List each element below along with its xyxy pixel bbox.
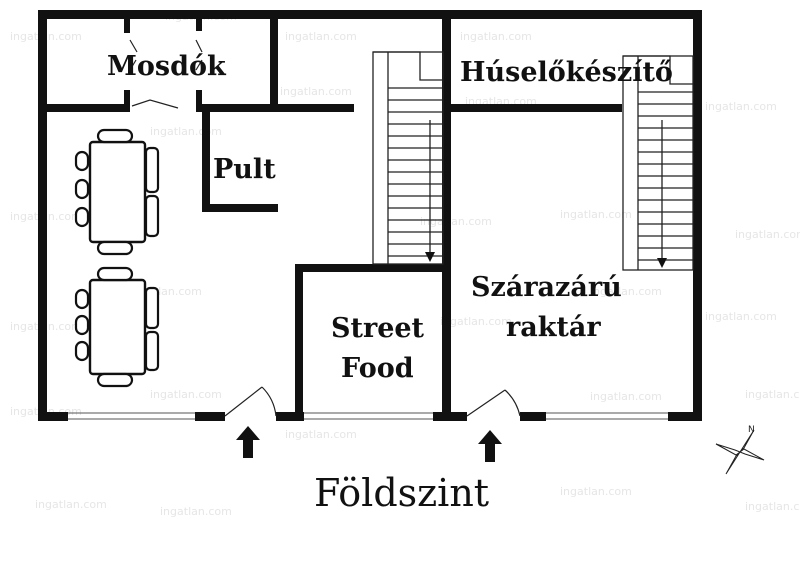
watermark: ingatlan.com xyxy=(745,500,800,513)
watermark: ingatlan.com xyxy=(160,505,232,518)
door-swing-icon xyxy=(224,386,277,417)
watermark: ingatlan.com xyxy=(735,228,800,241)
walls xyxy=(38,10,702,421)
table-set xyxy=(74,128,160,256)
watermark: ingatlan.com xyxy=(460,30,532,43)
watermark: ingatlan.com xyxy=(560,485,632,498)
door-swing-icon xyxy=(466,389,521,417)
watermark: ingatlan.com xyxy=(285,30,357,43)
table-set xyxy=(74,266,160,388)
room-label-counter: Pult xyxy=(213,154,276,185)
stair-arrow-icon xyxy=(657,258,667,268)
door-swing-icon xyxy=(129,39,203,109)
watermark: ingatlan.com xyxy=(705,100,777,113)
room-label-meat-prep: Húselőkészítő xyxy=(460,57,673,88)
entrance-arrow-icon xyxy=(478,430,502,462)
watermark: ingatlan.com xyxy=(35,498,107,511)
watermark: ingatlan.com xyxy=(440,315,512,328)
watermark: ingatlan.com xyxy=(285,428,357,441)
watermark: ingatlan.com xyxy=(705,310,777,323)
staircase xyxy=(372,51,444,265)
room-label-street-food: Food xyxy=(341,353,414,384)
watermark: ingatlan.com xyxy=(150,125,222,138)
watermark: ingatlan.com xyxy=(590,390,662,403)
room-label-street-food: Street xyxy=(331,313,425,344)
compass-icon: N xyxy=(715,425,765,475)
watermark: ingatlan.com xyxy=(420,215,492,228)
compass-north-label: N xyxy=(748,425,755,435)
staircase xyxy=(622,55,694,271)
watermark: ingatlan.com xyxy=(560,208,632,221)
doors xyxy=(129,39,521,417)
room-label-dry-storage: raktár xyxy=(506,312,601,343)
watermark: ingatlan.com xyxy=(745,388,800,401)
watermark: ingatlan.com xyxy=(590,285,662,298)
entrance-arrow-icon xyxy=(236,426,260,458)
watermark: ingatlan.com xyxy=(280,85,352,98)
watermark: ingatlan.com xyxy=(150,388,222,401)
windows xyxy=(68,412,668,420)
room-label-dry-storage: Szárazárú xyxy=(471,272,622,303)
floor-title: Földszint xyxy=(314,471,489,515)
stair-arrow-icon xyxy=(425,252,435,262)
room-label-restrooms: Mosdók xyxy=(107,51,227,82)
